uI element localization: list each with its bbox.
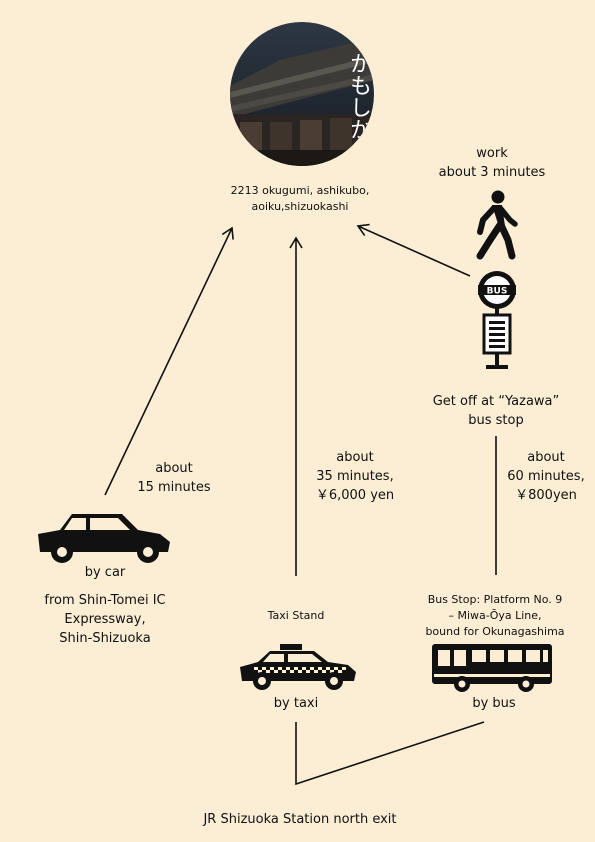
car-time-label: about 15 minutes: [110, 460, 238, 498]
taxi-icon: [240, 644, 356, 690]
bus-stop-line-1: Bus Stop: Platform No. 9: [427, 593, 563, 606]
taxi-time-line-2: 35 minutes,: [316, 468, 394, 484]
bus-time-line-1: about: [527, 450, 565, 465]
origin-label: JR Shizuoka Station north exit: [203, 812, 397, 827]
bus-sign-text: BUS: [487, 287, 508, 297]
bus-time-line-3: ￥800yen: [515, 487, 577, 503]
car-origin-line-1: from Shin-Tomei IC: [44, 593, 166, 608]
car-arrow: [104, 226, 234, 496]
car-icon: [38, 514, 170, 563]
destination-address: 2213 okugumi, ashikubo, aoiku,shizuokash…: [180, 183, 420, 215]
car-time-line-2: 15 minutes: [137, 479, 211, 495]
bus-stop-label: Bus Stop: Platform No. 9 – Miwa-Ōya Line…: [400, 592, 590, 640]
walk-label-line-1: work: [476, 146, 508, 161]
walking-person-icon: [476, 190, 518, 260]
address-line-1: 2213 okugumi, ashikubo,: [230, 184, 370, 197]
walk-label: work about 3 minutes: [412, 145, 572, 183]
car-origin-label: from Shin-Tomei IC Expressway, Shin-Shiz…: [20, 592, 190, 649]
bus-stop-line-3: bound for Okunagashima: [425, 624, 565, 638]
get-off-label: Get off at “Yazawa” bus stop: [396, 393, 595, 431]
taxi-time-label: about 35 minutes, ￥6,000 yen: [300, 449, 410, 506]
bus-time-label: about 60 minutes, ￥800yen: [497, 449, 595, 506]
bus-stop-sign-icon: BUS: [478, 271, 516, 369]
station-lines: [295, 721, 485, 786]
bus-mode-label: by bus: [472, 696, 516, 711]
logo-text: かもしか: [346, 52, 371, 140]
taxi-stand-label: Taxi Stand: [267, 609, 325, 622]
get-off-line-1: Get off at “Yazawa”: [432, 394, 560, 409]
address-line-2: aoiku,shizuokashi: [251, 199, 349, 213]
car-mode-label: by car: [84, 565, 126, 580]
bus-time-line-2: 60 minutes,: [507, 468, 585, 484]
walk-label-line-2: about 3 minutes: [438, 164, 546, 180]
bus-icon: [432, 644, 552, 692]
get-off-line-2: bus stop: [468, 412, 524, 428]
walk-arrow: [356, 223, 471, 277]
car-origin-line-2: Expressway,: [64, 611, 146, 627]
car-time-line-1: about: [155, 461, 193, 476]
car-origin-line-3: Shin-Shizuoka: [59, 630, 151, 646]
taxi-mode-label: by taxi: [273, 696, 319, 711]
bus-stop-line-2: – Miwa-Ōya Line,: [448, 608, 542, 622]
taxi-time-line-1: about: [336, 450, 374, 465]
taxi-time-line-3: ￥6,000 yen: [315, 487, 395, 503]
kamoshika-logo: かもしか: [230, 22, 374, 166]
